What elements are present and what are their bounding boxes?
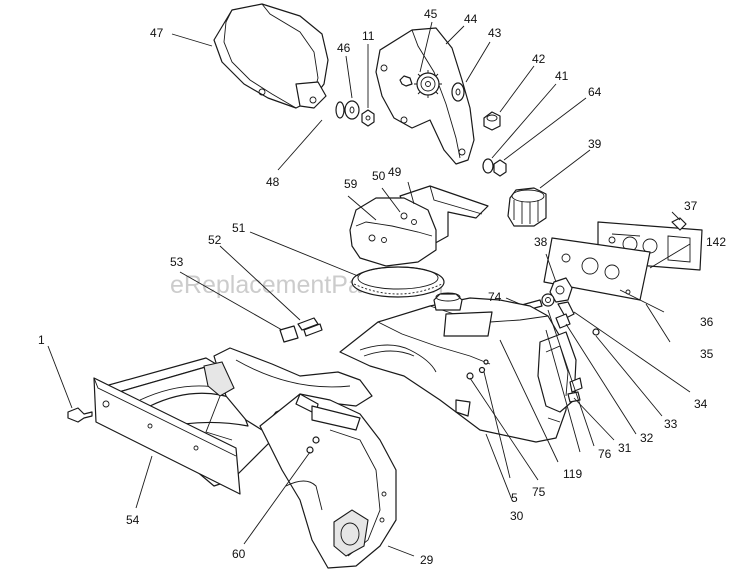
callout-43: 43 — [488, 26, 502, 40]
leader-lines — [47, 21, 691, 557]
bolt-1 — [67, 407, 93, 423]
callout-42: 42 — [532, 52, 546, 66]
washer-48 — [335, 101, 345, 119]
chute-bracket — [375, 27, 475, 165]
gear-45 — [414, 70, 442, 98]
chute-ring-housing — [349, 185, 489, 267]
callout-33: 33 — [664, 417, 678, 431]
callout-50: 50 — [372, 169, 386, 183]
bracket-53 — [279, 325, 299, 343]
nut-64 — [493, 159, 507, 177]
callout-29: 29 — [420, 553, 434, 567]
callout-30: 30 — [510, 509, 524, 523]
callout-labels: 47 46 11 45 44 43 42 41 64 48 39 59 50 4… — [38, 7, 726, 567]
screw-37 — [671, 217, 687, 231]
callout-39: 39 — [588, 137, 602, 151]
callout-49: 49 — [388, 165, 402, 179]
screw-119 — [483, 359, 489, 365]
callout-36: 36 — [700, 315, 714, 329]
callout-119: 119 — [563, 467, 582, 481]
callout-64: 64 — [588, 85, 602, 99]
callout-41: 41 — [555, 69, 569, 83]
callout-51: 51 — [232, 221, 246, 235]
primer-35 — [541, 293, 555, 307]
bolt-45 — [399, 75, 413, 87]
callout-46: 46 — [337, 41, 351, 55]
callout-142: 142 — [706, 235, 726, 249]
switch-38 — [549, 277, 573, 303]
callout-44: 44 — [464, 12, 478, 26]
washer-43 — [451, 82, 465, 102]
nut-11 — [361, 109, 375, 127]
main-housing — [339, 292, 583, 443]
callout-60: 60 — [232, 547, 246, 561]
callout-76: 76 — [598, 447, 612, 461]
washer-41 — [482, 158, 494, 174]
rotor-housing-29 — [259, 393, 397, 569]
callout-5: 5 — [511, 491, 518, 505]
callout-31: 31 — [618, 441, 632, 455]
callout-47: 47 — [150, 26, 164, 40]
chute-deflector — [213, 3, 329, 109]
callout-45: 45 — [424, 7, 438, 21]
callout-48: 48 — [266, 175, 280, 189]
callout-32: 32 — [640, 431, 654, 445]
callout-52: 52 — [208, 233, 222, 247]
callout-59: 59 — [344, 177, 358, 191]
key-34 — [557, 301, 575, 319]
screw-75 — [466, 372, 474, 380]
callout-11: 11 — [362, 29, 375, 43]
clip-52 — [297, 317, 323, 337]
bushing-42 — [483, 111, 501, 131]
callout-75: 75 — [532, 485, 546, 499]
callout-38: 38 — [534, 235, 548, 249]
ring-gear-51 — [351, 266, 445, 298]
knob-39 — [507, 187, 547, 227]
callout-35: 35 — [700, 347, 714, 361]
callout-37: 37 — [684, 199, 698, 213]
screw-5 — [478, 366, 486, 374]
key-33 — [592, 328, 600, 336]
washer-46 — [344, 100, 360, 120]
callout-34: 34 — [694, 397, 708, 411]
callout-1: 1 — [38, 333, 45, 347]
callout-54: 54 — [126, 513, 140, 527]
callout-53: 53 — [170, 255, 184, 269]
callout-74: 74 — [488, 290, 502, 304]
frame-54 — [93, 377, 241, 495]
screw-60 — [306, 436, 320, 454]
